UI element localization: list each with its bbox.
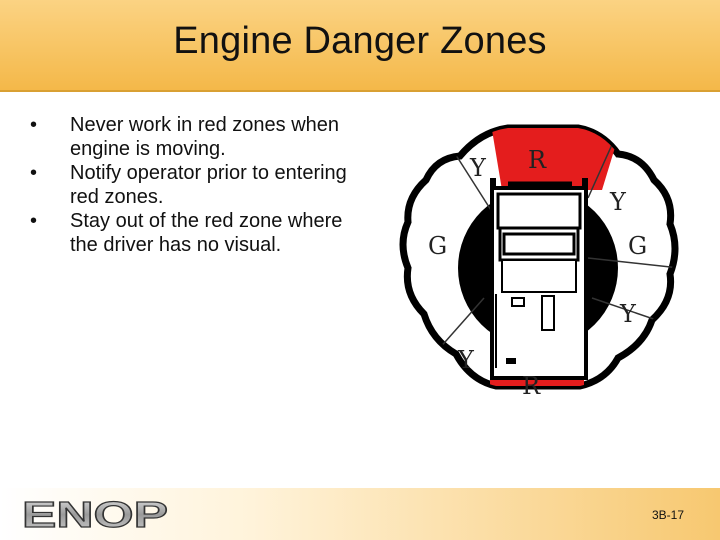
zone-label-top-right: Y — [609, 188, 627, 216]
enop-logo: ENOP — [21, 496, 168, 532]
logo-text: ENOP — [22, 496, 168, 532]
bullet-item: • Never work in red zones when engine is … — [28, 113, 348, 161]
slide-title: Engine Danger Zones — [173, 20, 547, 62]
bullet-dot: • — [30, 210, 38, 232]
zone-label-left: G — [428, 232, 447, 260]
bullet-text: Stay out of the red zone where the drive… — [70, 210, 343, 256]
zone-label-top-left: Y — [469, 154, 487, 182]
bullet-text: Notify operator prior to entering red zo… — [70, 162, 347, 208]
footer-band — [0, 488, 720, 540]
zone-label-right: G — [628, 232, 647, 260]
bullet-dot: • — [30, 162, 38, 184]
title-bar: Engine Danger Zones — [0, 0, 720, 92]
zone-label-top: R — [528, 146, 547, 174]
danger-zone-diagram: Y R Y G G Y Y R — [399, 124, 679, 400]
zone-label-bottom-left: Y — [457, 346, 475, 374]
bullet-item: • Notify operator prior to entering red z… — [28, 161, 348, 209]
page-number: 3B-17 — [652, 508, 685, 522]
zone-label-bottom-right: Y — [619, 300, 637, 328]
bullet-text: Never work in red zones when engine is m… — [70, 114, 340, 160]
bullet-dot: • — [30, 114, 38, 136]
red-zone-front — [490, 128, 624, 190]
bullet-item: • Stay out of the red zone where the driv… — [28, 209, 348, 257]
zone-label-bottom: R — [522, 372, 541, 400]
bullet-list: • Never work in red zones when engine is … — [28, 113, 348, 257]
fire-engine-icon — [490, 178, 588, 380]
